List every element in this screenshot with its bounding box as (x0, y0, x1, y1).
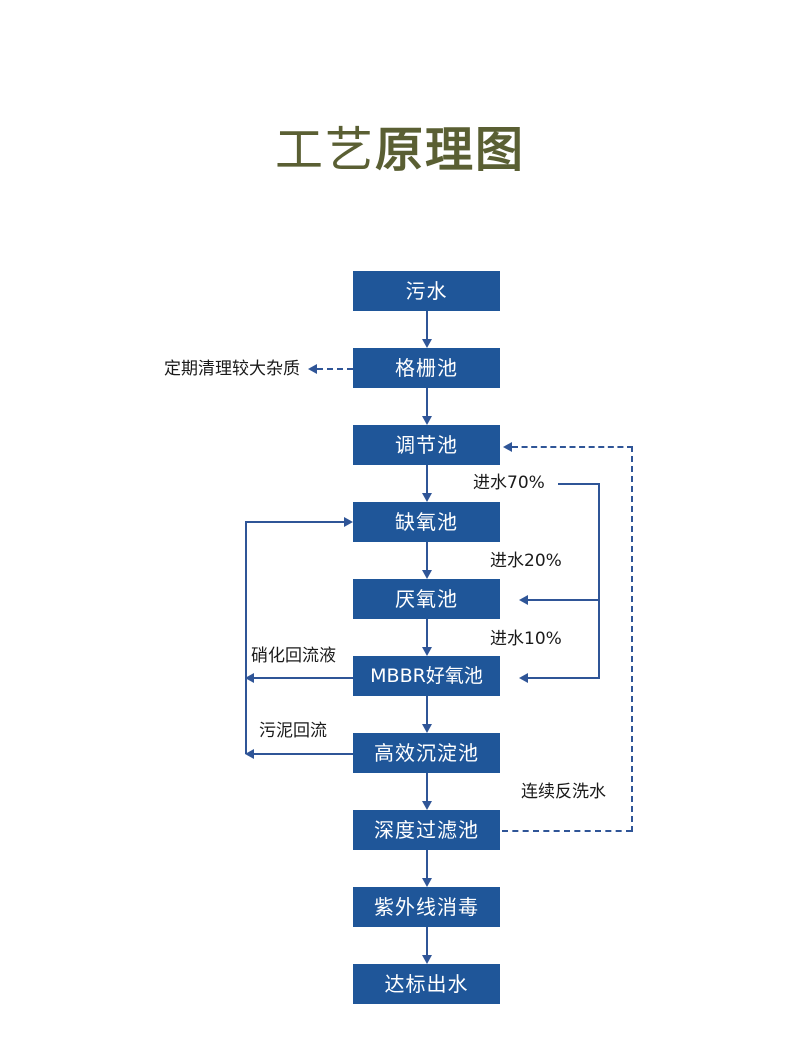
connector-inflow-20 (528, 599, 600, 601)
node-grit-tank[interactable]: 格栅池 (353, 348, 500, 388)
arrowhead-backwash-to-equal (503, 442, 512, 452)
connector-influent-split-trunk (598, 483, 600, 679)
connector-inflow-10 (528, 677, 600, 679)
label-inflow-10: 进水10% (490, 629, 562, 649)
connector-anoxic-to-anaerobic (426, 542, 428, 570)
page-title-bold: 原理图 (375, 122, 526, 178)
node-uv-disinfection[interactable]: 紫外线消毒 (353, 887, 500, 927)
arrowhead-grit-to-equal (422, 416, 432, 425)
arrowhead-sludge-return (245, 749, 254, 759)
node-mbbr-aerobic[interactable]: MBBR好氧池 (353, 656, 500, 696)
arrowhead-recycle-to-anoxic (344, 517, 353, 527)
connector-backwash-vertical (631, 446, 633, 832)
connector-recycle-trunk (245, 521, 247, 754)
arrowhead-anaerobic-to-mbbr (422, 647, 432, 656)
arrowhead-mbbr-to-settler (422, 724, 432, 733)
connector-mbbr-to-settler (426, 696, 428, 724)
arrowhead-equal-to-anoxic (422, 493, 432, 502)
node-effluent[interactable]: 达标出水 (353, 964, 500, 1004)
connector-backwash-horizontal-top (512, 446, 633, 448)
page-title: 工艺原理图 (0, 118, 800, 182)
node-influent[interactable]: 污水 (353, 271, 500, 311)
arrowhead-filter-to-uv (422, 878, 432, 887)
node-deep-filter[interactable]: 深度过滤池 (353, 810, 500, 850)
arrowhead-anoxic-to-anaerobic (422, 570, 432, 579)
connector-nitrate-recycle (254, 677, 353, 679)
connector-sludge-return (254, 753, 353, 755)
label-sludge-return: 污泥回流 (259, 721, 327, 741)
page-title-light: 工艺 (274, 122, 375, 178)
arrowhead-settler-to-filter (422, 801, 432, 810)
label-nitrate-recycle: 硝化回流液 (251, 646, 336, 666)
label-backwash-water: 连续反洗水 (521, 782, 606, 802)
arrowhead-grit-cleaning (308, 364, 317, 374)
arrowhead-influent-to-grit (422, 339, 432, 348)
connector-influent-to-grit (426, 311, 428, 339)
arrowhead-nitrate-recycle (245, 673, 254, 683)
connector-grit-cleaning (317, 368, 353, 370)
connector-inflow-70 (558, 483, 600, 485)
connector-equal-to-anoxic (426, 465, 428, 493)
connector-filter-to-uv (426, 850, 428, 878)
label-grit-cleaning: 定期清理较大杂质 (164, 359, 300, 379)
connector-recycle-to-anoxic (245, 521, 344, 523)
label-inflow-70: 进水70% (473, 473, 545, 493)
connector-settler-to-filter (426, 773, 428, 801)
node-anoxic-tank[interactable]: 缺氧池 (353, 502, 500, 542)
connector-anaerobic-to-mbbr (426, 619, 428, 647)
connector-backwash-horizontal-bottom (502, 830, 632, 832)
label-inflow-20: 进水20% (490, 551, 562, 571)
arrowhead-uv-to-effluent (422, 955, 432, 964)
arrowhead-inflow-10 (519, 673, 528, 683)
node-high-efficiency-settler[interactable]: 高效沉淀池 (353, 733, 500, 773)
node-equal-tank[interactable]: 调节池 (353, 425, 500, 465)
connector-grit-to-equal (426, 388, 428, 416)
arrowhead-inflow-20 (519, 595, 528, 605)
node-anaerobic-tank[interactable]: 厌氧池 (353, 579, 500, 619)
connector-uv-to-effluent (426, 927, 428, 955)
